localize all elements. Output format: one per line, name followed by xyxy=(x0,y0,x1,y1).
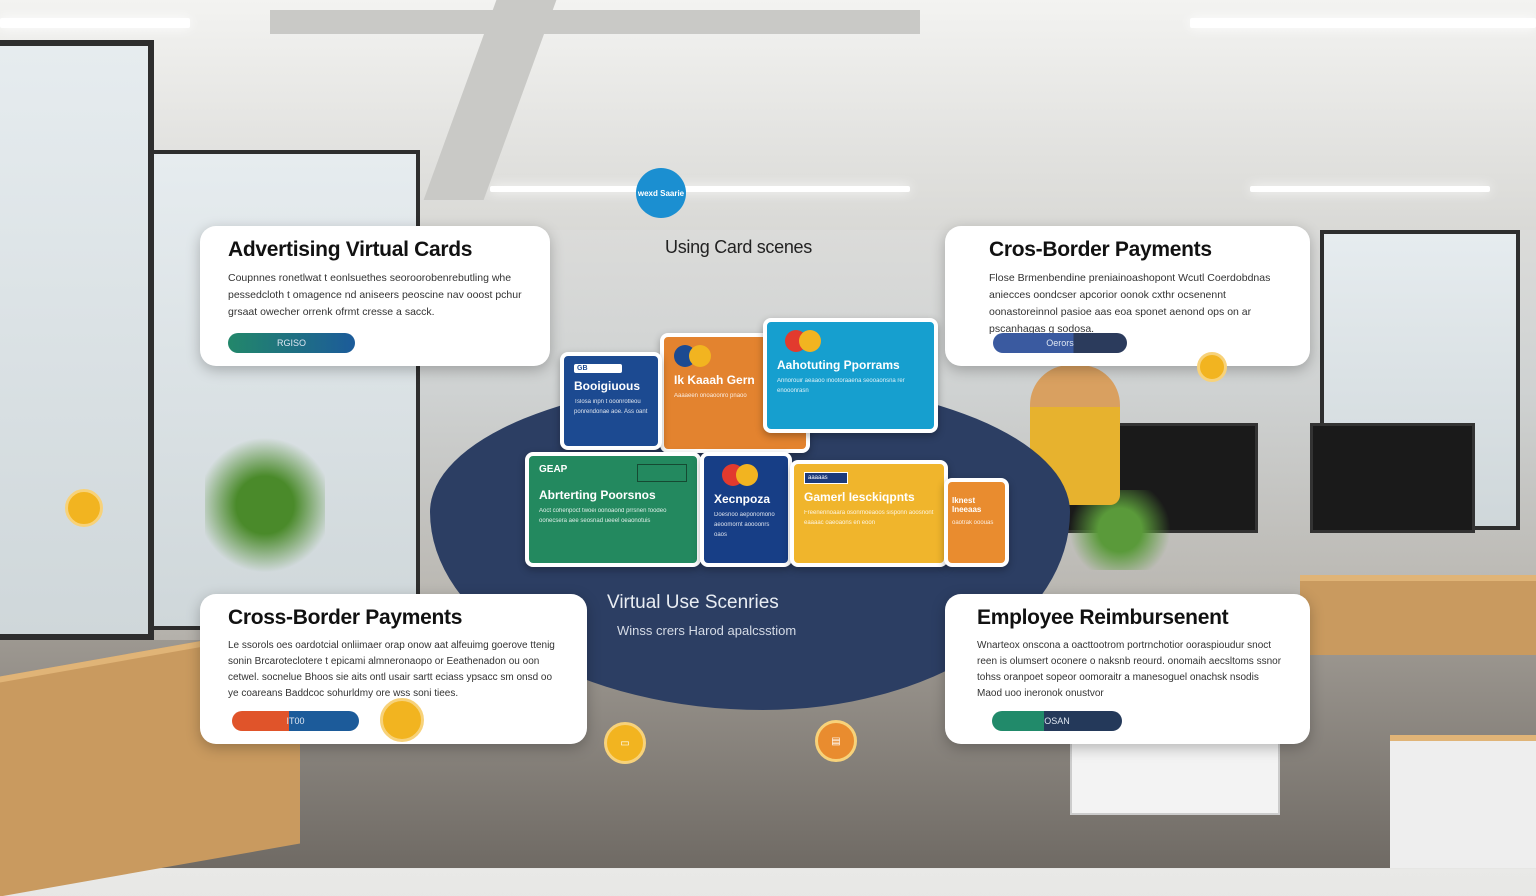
mini-card[interactable]: Iknest Ineeaas oaotrak ooouas xyxy=(944,478,1009,567)
mini-card-title: Aahotuting Pporrams xyxy=(777,358,900,372)
ceiling-light xyxy=(1190,18,1536,28)
mini-card-body: Doesnoo aeponomono aeoomornt aoooonrs oa… xyxy=(714,512,775,538)
panel-button[interactable]: Oerors xyxy=(993,333,1127,353)
panel-advertising-virtual-cards: Advertising Virtual Cards Coupnnes ronet… xyxy=(200,226,550,366)
ceiling-duct xyxy=(270,10,920,34)
panel-button[interactable]: RGISO xyxy=(228,333,355,353)
panel-title: Cros-Border Payments xyxy=(989,238,1212,261)
mini-card-body: Freenennoaara osonrnoeaoos sisponn aoosn… xyxy=(804,510,934,526)
ceiling-light xyxy=(0,18,190,28)
panel-button[interactable]: OSAN xyxy=(992,711,1122,731)
panel-body: Coupnnes ronetlwat t eonlsuethes seoroor… xyxy=(228,272,522,318)
panel-cross-border-payments-bottom: Cross-Border Payments Le ssorols oes oar… xyxy=(200,594,587,744)
mini-card[interactable]: aaaaas Gamerl Iesckiqpnts Freenennoaara … xyxy=(790,460,948,567)
card-logo-icon xyxy=(777,330,821,352)
mini-card[interactable]: Aahotuting Pporrams Annorouir aeaaoo ino… xyxy=(763,318,938,433)
panel-title: Employee Reimbursenent xyxy=(977,606,1229,629)
mini-card[interactable]: GB Booigiuous Tslosa inpn t ooonrotleou … xyxy=(560,352,662,450)
coin-icon xyxy=(1197,352,1227,382)
mini-card-body: Aoct cohenpoct twoei oonoaond prrsnen fo… xyxy=(539,508,667,524)
receipt-icon: ▤ xyxy=(815,720,857,762)
mini-card-body: Aaaaeen onoaoonro pnaoo xyxy=(674,393,747,399)
mini-card-badge: aaaaas xyxy=(804,472,848,484)
panel-body: Le ssorols oes oardotcial onliimaer orap… xyxy=(228,640,555,699)
coin-icon xyxy=(65,489,103,527)
desk xyxy=(1300,575,1536,655)
panel-cross-border-payments-top: Cros-Border Payments Flose Brmenbendine … xyxy=(945,226,1310,366)
mini-card-title: Ik Kaaah Gern xyxy=(674,373,755,387)
panel-title: Advertising Virtual Cards xyxy=(228,238,473,261)
monitor xyxy=(1310,423,1475,533)
center-subtitle: Winss crers Harod apalcsstiom xyxy=(617,623,797,638)
mini-card-title: Iknest Ineeaas xyxy=(952,496,982,514)
panel-button[interactable]: IT00 xyxy=(232,711,359,731)
mini-card-title: Booigiuous xyxy=(574,379,640,393)
card-chip xyxy=(637,464,687,482)
panel-employee-reimbursement: Employee Reimbursenent Wnarteox onscona … xyxy=(945,594,1310,744)
glass-wall xyxy=(0,40,154,640)
mini-card-title: Gamerl Iesckiqpnts xyxy=(804,490,915,504)
mini-card-badge: GEAP xyxy=(539,464,568,475)
card-logo-icon xyxy=(714,464,758,486)
panel-title: Cross-Border Payments xyxy=(228,606,463,629)
mini-card-body: Tslosa inpn t ooonrotleou ponrendonae ao… xyxy=(574,399,648,415)
mini-card-badge: GB xyxy=(574,364,622,373)
wallet-icon: ▭ xyxy=(604,722,646,764)
card-logo-icon xyxy=(674,345,714,367)
plant xyxy=(205,430,325,580)
mini-card-body: Annorouir aeaaoo inootoraaena seooaonsna… xyxy=(777,378,905,394)
panel-body: Wnarteox onscona a oacttootrom portrncho… xyxy=(977,640,1282,699)
center-title: Virtual Use Scenries xyxy=(607,592,779,613)
mini-card-title: Abrterting Poorsnos xyxy=(539,488,656,502)
ceiling-light xyxy=(1250,186,1490,192)
mini-card[interactable]: Xecnpoza Doesnoo aeponomono aeoomornt ao… xyxy=(700,452,792,567)
coin-icon xyxy=(380,698,424,742)
page-title: Using Card scenes xyxy=(665,237,812,257)
mini-card-body: oaotrak ooouas xyxy=(952,520,994,526)
desk xyxy=(1390,735,1536,868)
panel-body: Flose Brmenbendine preniainoashopont Wcu… xyxy=(989,272,1271,335)
cabinet xyxy=(1070,730,1280,815)
ceiling-light xyxy=(490,186,910,192)
mini-card-title: Xecnpoza xyxy=(714,492,771,506)
mini-card[interactable]: GEAP Abrterting Poorsnos Aoct cohenpoct … xyxy=(525,452,701,567)
scene-badge: wexd Saarie xyxy=(636,168,686,218)
